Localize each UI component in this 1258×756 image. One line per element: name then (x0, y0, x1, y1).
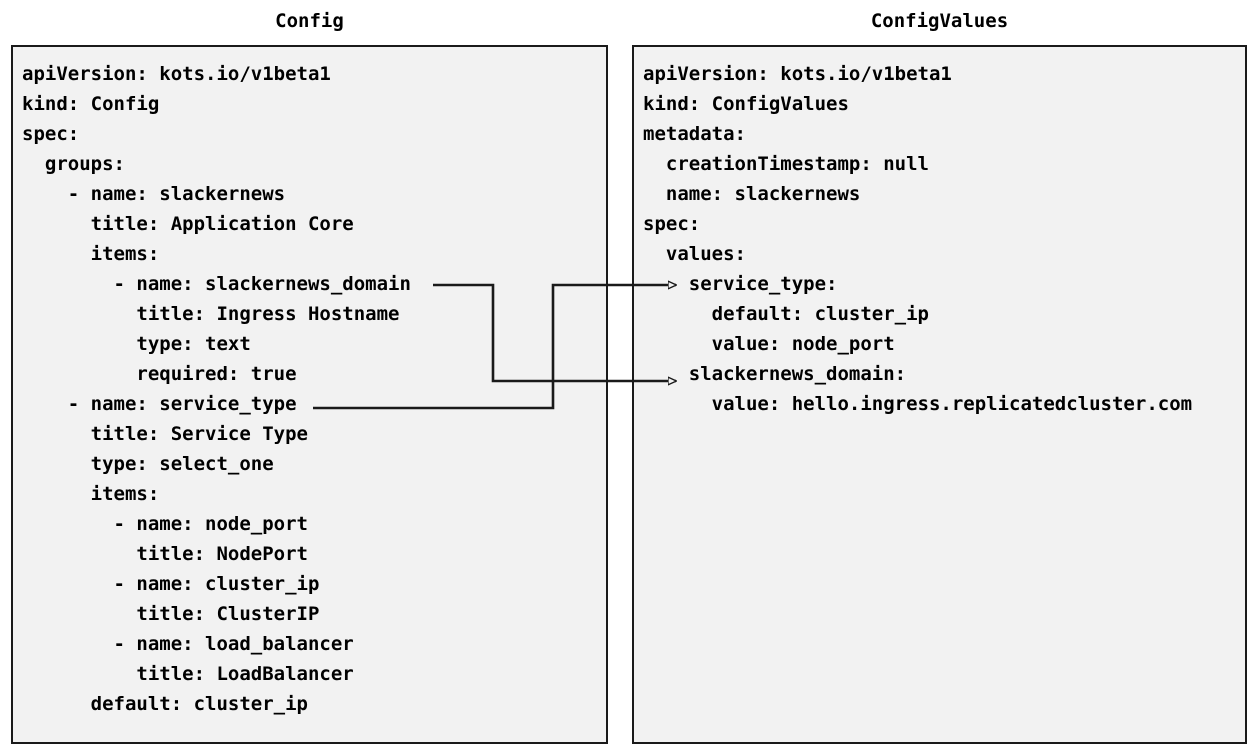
configvalues-yaml-code: apiVersion: kots.io/v1beta1 kind: Config… (643, 63, 1193, 415)
config-panel: apiVersion: kots.io/v1beta1 kind: Config… (11, 45, 608, 744)
config-panel-title: Config (275, 10, 344, 32)
config-yaml-code: apiVersion: kots.io/v1beta1 kind: Config… (22, 63, 411, 715)
configvalues-panel: apiVersion: kots.io/v1beta1 kind: Config… (632, 45, 1247, 744)
configvalues-panel-title: ConfigValues (870, 10, 1009, 32)
